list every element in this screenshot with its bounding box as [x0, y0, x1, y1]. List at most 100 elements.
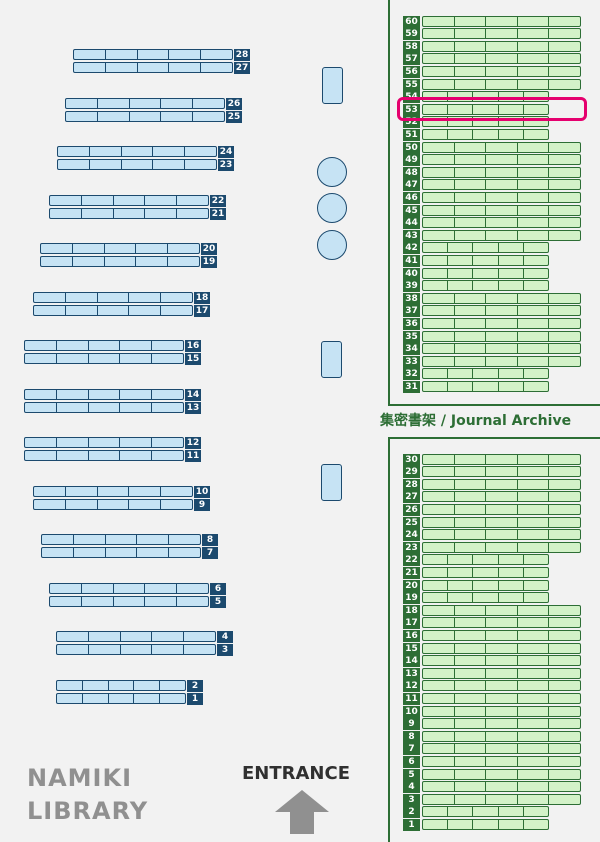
archive-shelf-48[interactable]: [422, 167, 581, 178]
shelf-13[interactable]: [24, 402, 184, 413]
archive-shelf-9[interactable]: [422, 718, 581, 729]
archive-shelf-35[interactable]: [422, 331, 581, 342]
shelf-4[interactable]: [56, 631, 216, 642]
archive-shelf-52[interactable]: [422, 116, 549, 127]
shelf-7[interactable]: [41, 547, 201, 558]
archive-shelf-number-3: 3: [403, 794, 420, 806]
archive-shelf-58[interactable]: [422, 41, 581, 52]
archive-shelf-56[interactable]: [422, 66, 581, 77]
archive-shelf-30[interactable]: [422, 454, 581, 465]
archive-shelf-25[interactable]: [422, 517, 581, 528]
shelf-23[interactable]: [57, 159, 217, 170]
shelf-10[interactable]: [33, 486, 193, 497]
archive-shelf-53[interactable]: [422, 104, 549, 115]
archive-shelf-13[interactable]: [422, 668, 581, 679]
archive-shelf-37[interactable]: [422, 305, 581, 316]
archive-shelf-19[interactable]: [422, 592, 549, 603]
archive-shelf-2[interactable]: [422, 806, 549, 817]
archive-shelf-38[interactable]: [422, 293, 581, 304]
archive-shelf-22[interactable]: [422, 554, 549, 565]
shelf-12[interactable]: [24, 437, 184, 448]
shelf-8[interactable]: [41, 534, 201, 545]
shelf-segment: [89, 403, 121, 412]
archive-shelf-5[interactable]: [422, 769, 581, 780]
archive-shelf-40[interactable]: [422, 268, 549, 279]
archive-shelf-6[interactable]: [422, 756, 581, 767]
archive-shelf-42[interactable]: [422, 242, 549, 253]
archive-shelf-28[interactable]: [422, 479, 581, 490]
archive-shelf-number-38: 38: [403, 293, 420, 305]
archive-shelf-47[interactable]: [422, 179, 581, 190]
archive-shelf-26[interactable]: [422, 504, 581, 515]
shelf-2[interactable]: [56, 680, 186, 691]
archive-shelf-24[interactable]: [422, 529, 581, 540]
archive-shelf-21[interactable]: [422, 567, 549, 578]
archive-shelf-16[interactable]: [422, 630, 581, 641]
shelf-3[interactable]: [56, 644, 216, 655]
archive-shelf-49[interactable]: [422, 154, 581, 165]
shelf-25[interactable]: [65, 111, 225, 122]
archive-shelf-15[interactable]: [422, 643, 581, 654]
archive-frame-bottom-upper: [388, 404, 600, 406]
archive-shelf-7[interactable]: [422, 743, 581, 754]
shelf-17[interactable]: [33, 305, 193, 316]
archive-shelf-34[interactable]: [422, 343, 581, 354]
shelf-segment: [549, 530, 580, 539]
archive-shelf-17[interactable]: [422, 617, 581, 628]
shelf-14[interactable]: [24, 389, 184, 400]
archive-shelf-3[interactable]: [422, 794, 581, 805]
shelf-28[interactable]: [73, 49, 233, 60]
shelf-16[interactable]: [24, 340, 184, 351]
archive-shelf-1[interactable]: [422, 819, 549, 830]
shelf-11[interactable]: [24, 450, 184, 461]
shelf-segment: [193, 112, 224, 121]
archive-shelf-41[interactable]: [422, 255, 549, 266]
archive-shelf-8[interactable]: [422, 731, 581, 742]
archive-shelf-18[interactable]: [422, 605, 581, 616]
archive-shelf-14[interactable]: [422, 655, 581, 666]
archive-shelf-31[interactable]: [422, 381, 549, 392]
shelf-segment: [448, 568, 474, 577]
archive-shelf-43[interactable]: [422, 230, 581, 241]
shelf-9[interactable]: [33, 499, 193, 510]
shelf-21[interactable]: [49, 208, 209, 219]
archive-shelf-51[interactable]: [422, 129, 549, 140]
shelf-5[interactable]: [49, 596, 209, 607]
shelf-26[interactable]: [65, 98, 225, 109]
shelf-15[interactable]: [24, 353, 184, 364]
shelf-6[interactable]: [49, 583, 209, 594]
archive-shelf-54[interactable]: [422, 91, 549, 102]
shelf-22[interactable]: [49, 195, 209, 206]
archive-shelf-46[interactable]: [422, 192, 581, 203]
archive-shelf-50[interactable]: [422, 142, 581, 153]
shelf-1[interactable]: [56, 693, 186, 704]
archive-shelf-44[interactable]: [422, 217, 581, 228]
archive-shelf-12[interactable]: [422, 680, 581, 691]
archive-shelf-4[interactable]: [422, 781, 581, 792]
archive-shelf-59[interactable]: [422, 28, 581, 39]
shelf-24[interactable]: [57, 146, 217, 157]
shelf-segment: [57, 438, 89, 447]
archive-shelf-10[interactable]: [422, 706, 581, 717]
shelf-segment: [66, 500, 98, 509]
archive-shelf-27[interactable]: [422, 491, 581, 502]
archive-shelf-23[interactable]: [422, 542, 581, 553]
archive-shelf-11[interactable]: [422, 693, 581, 704]
archive-shelf-32[interactable]: [422, 368, 549, 379]
archive-shelf-45[interactable]: [422, 205, 581, 216]
shelf-number-5: 5: [210, 596, 226, 608]
archive-shelf-33[interactable]: [422, 356, 581, 367]
shelf-18[interactable]: [33, 292, 193, 303]
shelf-27[interactable]: [73, 62, 233, 73]
archive-shelf-55[interactable]: [422, 79, 581, 90]
archive-shelf-39[interactable]: [422, 280, 549, 291]
archive-shelf-20[interactable]: [422, 580, 549, 591]
shelf-20[interactable]: [40, 243, 200, 254]
archive-shelf-60[interactable]: [422, 16, 581, 27]
shelf-segment: [518, 770, 550, 779]
shelf-number-26: 26: [226, 98, 242, 110]
archive-shelf-29[interactable]: [422, 466, 581, 477]
shelf-19[interactable]: [40, 256, 200, 267]
archive-shelf-36[interactable]: [422, 318, 581, 329]
archive-shelf-57[interactable]: [422, 53, 581, 64]
